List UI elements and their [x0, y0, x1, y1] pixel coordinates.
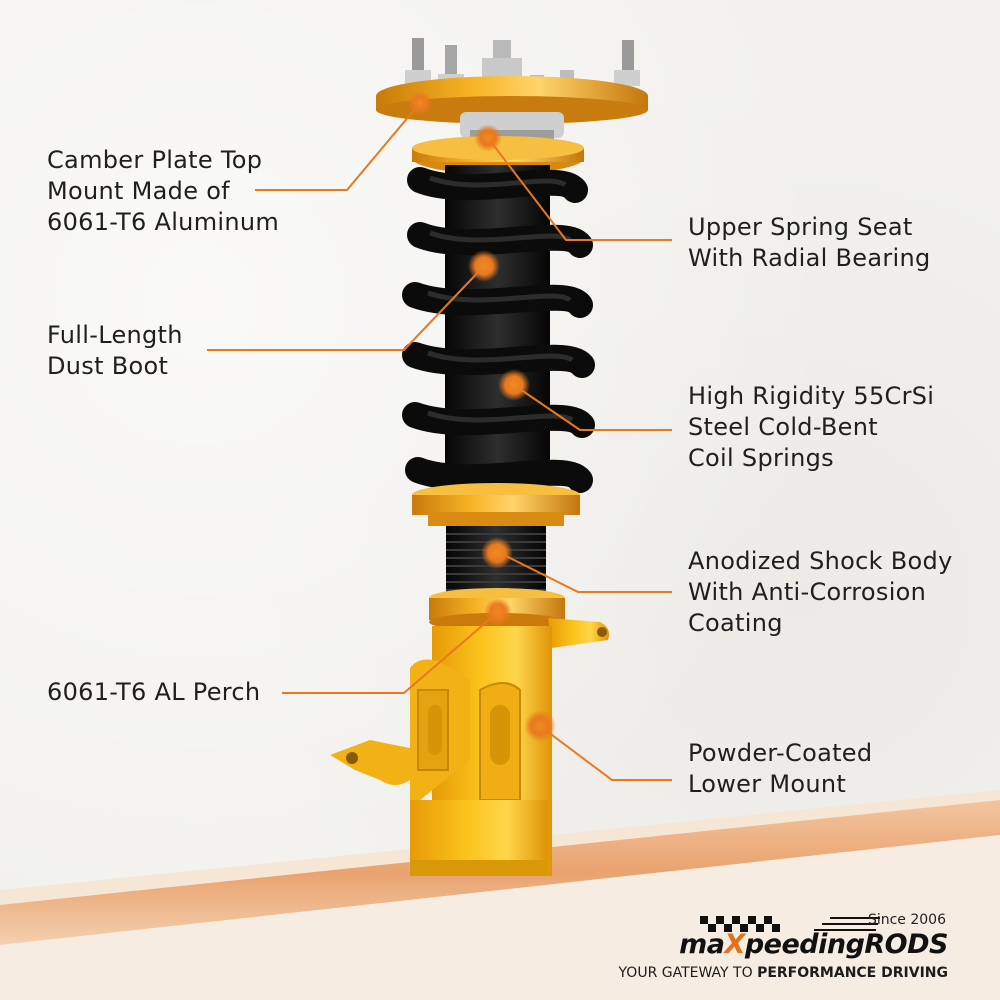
- callout-line: Coil Springs: [688, 444, 834, 472]
- callout-dust-boot: Full-Length Dust Boot: [47, 320, 183, 382]
- callout-line: Powder-Coated: [688, 739, 873, 767]
- callout-line: Steel Cold-Bent: [688, 413, 878, 441]
- callout-camber-plate: Camber Plate Top Mount Made of 6061-T6 A…: [47, 145, 279, 238]
- callout-coil-springs: High Rigidity 55CrSi Steel Cold-Bent Coi…: [688, 381, 934, 474]
- brand-logo-accent: X: [724, 929, 745, 960]
- callout-dots: [408, 91, 556, 742]
- callout-line: High Rigidity 55CrSi: [688, 382, 935, 410]
- callout-upper-spring-seat: Upper Spring Seat With Radial Bearing: [688, 212, 931, 274]
- dust-boot: [445, 165, 550, 495]
- checkered-flag: [700, 916, 780, 932]
- callout-line: Dust Boot: [47, 352, 169, 380]
- camber-plate: [376, 76, 648, 124]
- callout-line: Upper Spring Seat: [688, 213, 913, 241]
- brand-logo-block: Since 2006 maXpeedingRODS YOUR GATEWAY T…: [618, 912, 949, 987]
- lower-mount: [330, 618, 609, 876]
- callout-line: Coating: [688, 609, 783, 637]
- callout-line: With Radial Bearing: [688, 244, 931, 272]
- lower-spring-seat: [412, 483, 580, 526]
- brand-logo-prefix: ma: [679, 929, 725, 960]
- callout-shock-body: Anodized Shock Body With Anti-Corrosion …: [688, 546, 953, 639]
- brand-logo: maXpeedingRODS: [679, 929, 948, 960]
- brand-tagline-lead: YOUR GATEWAY TO: [618, 965, 753, 981]
- callout-line: With Anti-Corrosion: [688, 578, 927, 606]
- brand-tagline-bold: PERFORMANCE DRIVING: [757, 965, 948, 981]
- callout-perch: 6061-T6 AL Perch: [47, 677, 260, 708]
- brand-since: Since 2006: [867, 912, 946, 928]
- callout-line: Anodized Shock Body: [688, 547, 953, 575]
- leader-lines: [207, 102, 672, 781]
- speed-lines: [814, 917, 880, 931]
- callout-line: Mount Made of: [47, 177, 230, 205]
- floor-lower: [0, 835, 1000, 1000]
- callout-line: 6061-T6 AL Perch: [47, 678, 261, 706]
- callout-line: Camber Plate Top: [47, 146, 263, 174]
- callout-line: Lower Mount: [688, 770, 847, 798]
- brand-tagline: YOUR GATEWAY TO PERFORMANCE DRIVING: [619, 965, 948, 981]
- callout-line: Full-Length: [47, 321, 183, 349]
- callout-lower-mount: Powder-Coated Lower Mount: [688, 738, 872, 800]
- brand-logo-suffix: peedingRODS: [744, 929, 949, 960]
- callout-line: 6061-T6 Aluminum: [47, 208, 280, 236]
